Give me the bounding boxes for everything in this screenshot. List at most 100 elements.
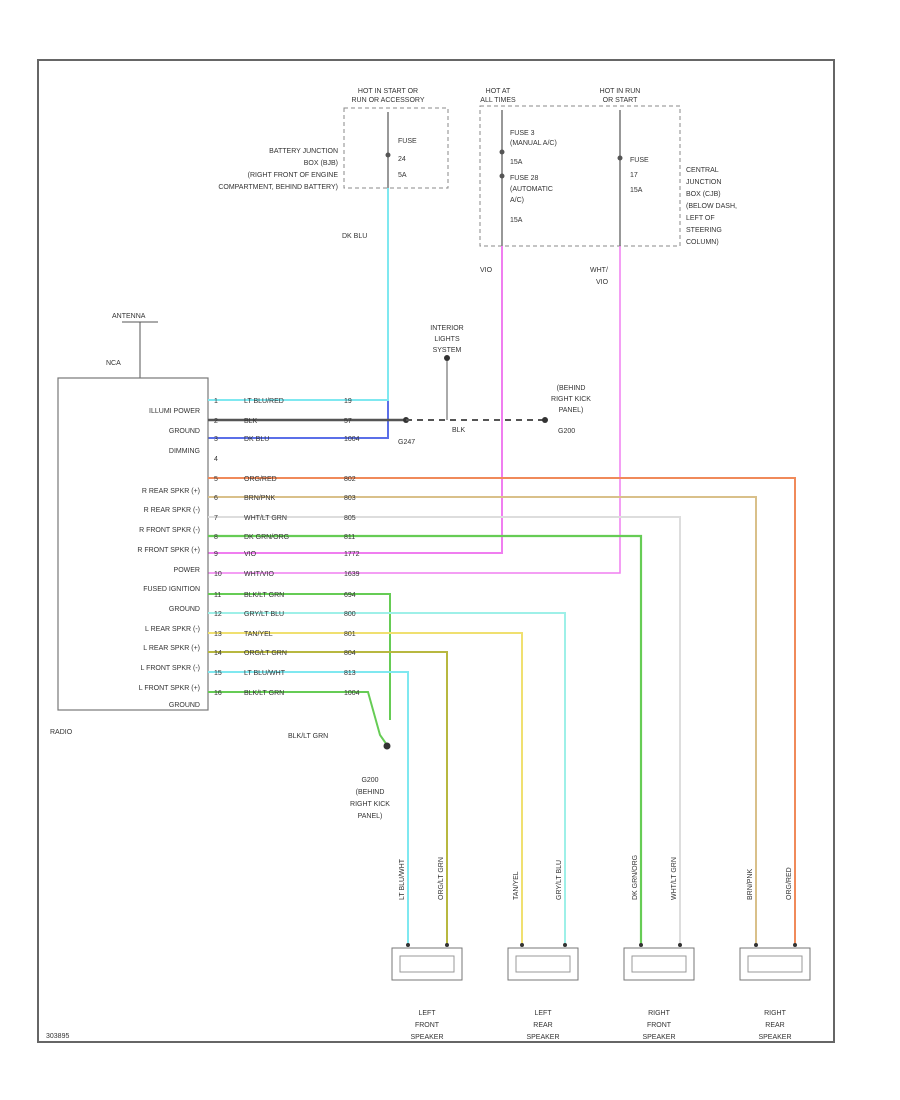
- speaker-icon: [507, 947, 579, 981]
- pin-num: 5: [214, 476, 218, 483]
- pin-name: L REAR SPKR (-): [145, 626, 200, 633]
- pin-name: GROUND: [169, 606, 200, 613]
- speaker-wire-label: LT BLU/WHT: [399, 858, 406, 900]
- pin-name: L REAR SPKR (+): [143, 645, 200, 652]
- pin-circuit: 802: [344, 476, 356, 483]
- fuse28-label-3: A/C): [510, 197, 524, 204]
- pin-color: BLK/LT GRN: [244, 592, 284, 599]
- pin-circuit: 1004: [344, 436, 360, 443]
- g200-label-4: PANEL): [358, 813, 383, 820]
- speaker-left-rear: LEFT REAR SPEAKER: [507, 943, 579, 1041]
- fuse3-node: [499, 149, 505, 155]
- speaker-wire-label: TAN/YEL: [513, 871, 520, 900]
- bjb-box: [343, 107, 449, 189]
- pin-num: 7: [214, 515, 218, 522]
- pin-num: 11: [214, 592, 221, 599]
- fuse28-node: [499, 173, 505, 179]
- g247-label: G247: [398, 439, 415, 446]
- g200-label-1: G200: [361, 777, 378, 784]
- speaker-icon: [739, 947, 811, 981]
- pin-num: 15: [214, 670, 222, 677]
- fuse-bjb-amps: 5A: [398, 172, 407, 179]
- pin-name: POWER: [174, 567, 200, 574]
- fuse17-node: [617, 155, 623, 161]
- fuse3-amps: 15A: [510, 159, 523, 166]
- pin-circuit: 800: [344, 611, 356, 618]
- pin-name: FUSED IGNITION: [143, 586, 200, 593]
- wire-lt-blu-wht: [208, 671, 409, 945]
- pin-num: 1: [214, 398, 218, 405]
- cjb-label-6: STEERING: [686, 227, 722, 234]
- speaker-wire-label: ORG/LT GRN: [438, 857, 445, 900]
- pin-color: LT BLU/RED: [244, 398, 284, 405]
- pin-color: WHT/LT GRN: [244, 515, 287, 522]
- fuse-bjb-node: [385, 152, 391, 158]
- pin-name: R REAR SPKR (+): [142, 488, 200, 495]
- diagram-frame: [37, 59, 835, 1043]
- radio-label: RADIO: [50, 729, 73, 736]
- fuse-bjb-label: FUSE: [398, 138, 417, 145]
- cjb-label-7: COLUMN): [686, 239, 719, 246]
- wire-tan-yel: [208, 632, 523, 945]
- g200-lower-node: [383, 742, 391, 750]
- bjb-label-1: BATTERY JUNCTION: [269, 148, 338, 155]
- wire-org-lt-grn: [208, 651, 448, 945]
- hot-at-label: HOT AT: [486, 88, 511, 95]
- behind-label-2: RIGHT KICK: [551, 396, 591, 403]
- interior-label-2: LIGHTS: [434, 336, 460, 343]
- pin-num: 10: [214, 571, 222, 578]
- pin-color: DK GRN/ORG: [244, 534, 289, 541]
- wire-gry-lt-blu: [208, 612, 566, 945]
- cjb-box: [479, 105, 681, 247]
- pin-circuit: 694: [344, 592, 356, 599]
- bjb-label-4: COMPARTMENT, BEHIND BATTERY): [218, 184, 338, 191]
- pin-name: L FRONT SPKR (-): [140, 665, 200, 672]
- svg-text:REAR: REAR: [765, 1022, 784, 1029]
- pin-color: TAN/YEL: [244, 631, 273, 638]
- dk-blu-label: DK BLU: [342, 233, 367, 240]
- pin-num: 12: [214, 611, 222, 618]
- pin-num: 14: [214, 650, 222, 657]
- hot-start-label: HOT IN START OR: [358, 88, 418, 95]
- fuse17-amps: 15A: [630, 187, 643, 194]
- pin-num: 13: [214, 631, 222, 638]
- behind-label-1: (BEHIND: [557, 385, 586, 392]
- blk-label: BLK: [452, 427, 466, 434]
- wire-blk-lt-grn: [208, 593, 391, 720]
- g200-label-2: (BEHIND: [356, 789, 385, 796]
- pin-circuit: 1639: [344, 571, 360, 578]
- wire-blk-lt-grn-2: [208, 691, 388, 746]
- pin-circuit: 801: [344, 631, 356, 638]
- blk-lt-grn-label: BLK/LT GRN: [288, 733, 328, 740]
- hot-start-label-2: RUN OR ACCESSORY: [352, 97, 425, 104]
- pin-color: DK BLU: [244, 436, 269, 443]
- speaker-right-rear: RIGHT REAR SPEAKER: [739, 943, 811, 1041]
- hot-run-label-2: OR START: [603, 97, 638, 104]
- svg-text:LEFT: LEFT: [418, 1010, 436, 1017]
- pin-name: R REAR SPKR (-): [144, 507, 200, 514]
- bjb-label-2: BOX (BJB): [304, 160, 338, 167]
- pin-color: ORG/LT GRN: [244, 650, 287, 657]
- pin-color: ORG/RED: [244, 476, 277, 483]
- wire-wht-vio: [208, 246, 621, 574]
- fuse17-num: 17: [630, 172, 638, 179]
- svg-text:RIGHT: RIGHT: [648, 1010, 671, 1017]
- speaker-wire-label: GRY/LT BLU: [556, 860, 563, 900]
- cjb-label-5: LEFT OF: [686, 215, 715, 222]
- cjb-label-4: (BELOW DASH,: [686, 203, 737, 210]
- interior-node: [444, 355, 450, 361]
- pin-name: DIMMING: [169, 448, 200, 455]
- bjb-label-3: (RIGHT FRONT OF ENGINE: [248, 172, 339, 179]
- g200-label-3: RIGHT KICK: [350, 801, 390, 808]
- svg-text:SPEAKER: SPEAKER: [642, 1034, 675, 1041]
- pin-circuit: 57: [344, 418, 352, 425]
- interior-label-1: INTERIOR: [430, 325, 463, 332]
- pin-color: BRN/PNK: [244, 495, 275, 502]
- pin-name: R FRONT SPKR (-): [139, 527, 200, 534]
- fuse3-label: FUSE 3: [510, 130, 535, 137]
- figure-code: 303895: [46, 1033, 69, 1040]
- svg-text:FRONT: FRONT: [647, 1022, 672, 1029]
- radio-pin-names: ILLUMI POWER GROUND DIMMING R REAR SPKR …: [137, 408, 200, 709]
- wire-brn-pnk: [208, 496, 757, 945]
